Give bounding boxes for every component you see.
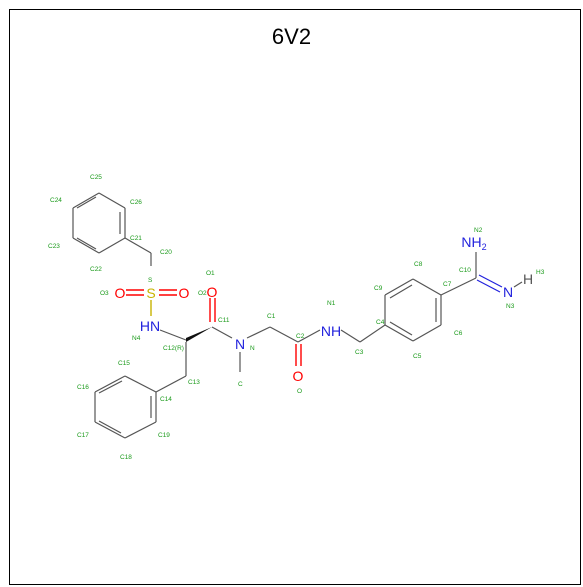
label-o: O <box>297 388 302 395</box>
atom-o1: O <box>207 284 218 300</box>
sulfonyl-bonds <box>126 289 177 316</box>
bond-c7-c10 <box>440 277 477 296</box>
label-n3: N3 <box>506 303 515 310</box>
atom-n3: N <box>503 284 513 300</box>
label-c13: C13 <box>188 379 200 386</box>
atom-labels: C25 C24 C26 C21 C23 C22 C20 S O3 O2 O1 C… <box>48 174 545 461</box>
label-c16: C16 <box>77 384 89 391</box>
bond-n3-h3 <box>513 281 523 288</box>
bond-n1-c3 <box>340 329 361 343</box>
label-c4: C4 <box>376 319 385 326</box>
bond-c10-n3-b <box>478 274 503 288</box>
atom-s: S <box>146 285 155 301</box>
label-c6: C6 <box>454 330 463 337</box>
label-o3: O3 <box>100 290 109 297</box>
bond-c10-n3-a <box>476 279 501 293</box>
bond-n-c1 <box>246 326 271 339</box>
bond-c11-n <box>211 326 233 339</box>
label-o2: O2 <box>198 290 207 297</box>
label-c3: C3 <box>355 349 364 356</box>
label-c5: C5 <box>413 353 422 360</box>
label-c14: C14 <box>160 396 172 403</box>
atom-h3: H <box>523 271 533 287</box>
atom-nh4: HN <box>140 318 160 334</box>
label-c18: C18 <box>120 454 132 461</box>
label-c7: C7 <box>443 281 452 288</box>
label-c12r: C12(R) <box>163 345 184 352</box>
bond-c3-c4 <box>359 324 386 343</box>
bond-c13-c14 <box>155 375 187 393</box>
bond-c21-c20 <box>124 237 152 254</box>
label-c11: C11 <box>218 317 230 324</box>
label-c22: C22 <box>90 266 102 273</box>
label-h3: H3 <box>536 269 545 276</box>
label-n: N <box>250 345 255 352</box>
label-c26: C26 <box>130 199 142 206</box>
bond-c2-n1 <box>297 329 321 343</box>
atom-o3: O <box>115 285 126 301</box>
label-c: C <box>238 381 243 388</box>
label-n1: N1 <box>327 300 336 307</box>
label-c2: C2 <box>296 333 305 340</box>
atom-nh1: NH <box>321 323 341 339</box>
atom-symbols: S O O HN O N O NH NH2 N H <box>115 234 534 384</box>
label-c20: C20 <box>160 249 172 256</box>
bond-c1-c2 <box>269 326 299 343</box>
label-n2: N2 <box>474 227 483 234</box>
bottom-phenyl-ring <box>94 375 157 439</box>
wedge-c12-c11 <box>186 327 212 342</box>
label-c21: C21 <box>130 235 142 242</box>
atom-n: N <box>235 336 245 352</box>
diagram-frame <box>9 9 581 585</box>
label-c1: C1 <box>267 313 276 320</box>
atom-nh2: NH2 <box>461 234 486 252</box>
label-n4: N4 <box>132 335 141 342</box>
label-c23: C23 <box>48 243 60 250</box>
label-c25: C25 <box>90 174 102 181</box>
label-o1: O1 <box>206 270 215 277</box>
benzamidine-ring <box>384 278 442 342</box>
molecule-title: 6V2 <box>271 24 312 49</box>
label-c9: C9 <box>374 285 383 292</box>
label-c19: C19 <box>158 432 170 439</box>
label-c8: C8 <box>414 261 423 268</box>
label-s: S <box>148 277 153 284</box>
atom-o2: O <box>179 285 190 301</box>
top-phenyl-ring <box>72 192 126 254</box>
bond-n4-c12 <box>159 329 187 341</box>
label-c24: C24 <box>50 197 62 204</box>
atom-o: O <box>293 368 304 384</box>
label-c17: C17 <box>77 432 89 439</box>
label-c15: C15 <box>118 360 130 367</box>
label-c10: C10 <box>459 267 471 274</box>
